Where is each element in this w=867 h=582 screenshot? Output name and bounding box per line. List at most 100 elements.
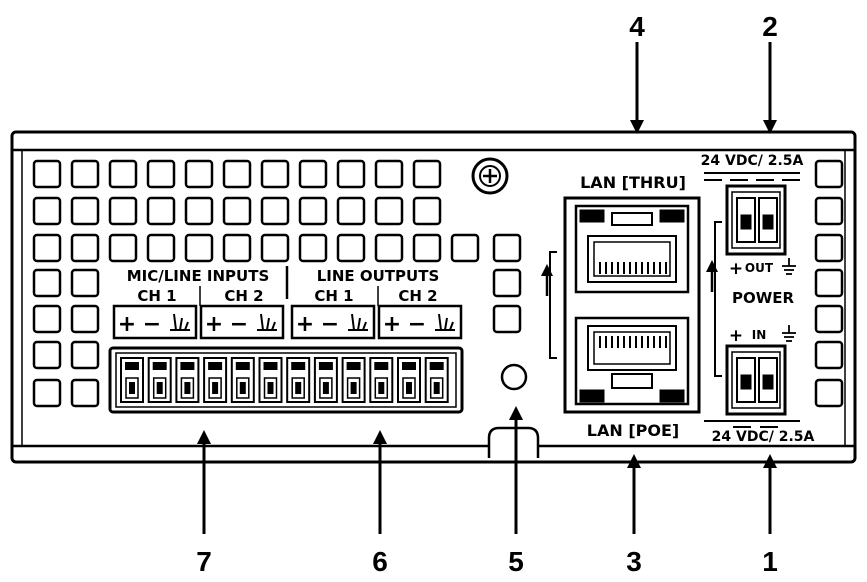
vent-slot bbox=[450, 233, 480, 263]
power-in-plus: + bbox=[729, 326, 743, 346]
polarity-plus: + bbox=[205, 312, 223, 337]
vent-slot bbox=[70, 340, 100, 370]
vent-slot bbox=[32, 233, 62, 263]
vent-slot bbox=[222, 159, 252, 189]
vent-slot bbox=[108, 196, 138, 226]
chassis-ground-icon bbox=[257, 313, 277, 331]
lan-thru-label: LAN [THRU] bbox=[580, 173, 686, 192]
vent-slot bbox=[260, 196, 290, 226]
power-out-label: OUT bbox=[745, 261, 774, 275]
vent-slot bbox=[32, 378, 62, 408]
status-led-button bbox=[500, 363, 528, 391]
chassis-ground-icon bbox=[170, 313, 190, 331]
vent-slot bbox=[374, 196, 404, 226]
callout-2: 2 bbox=[762, 11, 778, 42]
vent-slot bbox=[222, 233, 252, 263]
power-in-label: IN bbox=[752, 328, 767, 342]
line-outputs-label: LINE OUTPUTS bbox=[317, 267, 440, 285]
vent-slot bbox=[814, 304, 844, 334]
vent-slot bbox=[814, 233, 844, 263]
vent-slot bbox=[32, 304, 62, 334]
vent-slot bbox=[146, 233, 176, 263]
polarity-minus: − bbox=[143, 312, 161, 337]
vent-slot bbox=[814, 268, 844, 298]
polarity-plus: + bbox=[296, 312, 314, 337]
vent-slot bbox=[32, 340, 62, 370]
vent-slot bbox=[814, 378, 844, 408]
vent-slot bbox=[70, 159, 100, 189]
callout-leaders bbox=[197, 42, 777, 534]
vent-slot bbox=[146, 196, 176, 226]
vent-slot bbox=[492, 304, 522, 334]
vent-slot bbox=[814, 159, 844, 189]
vent-slot bbox=[32, 196, 62, 226]
lan-ports bbox=[563, 196, 701, 414]
output-ch1-label: CH 1 bbox=[314, 287, 353, 305]
lan-thru-port bbox=[574, 204, 690, 294]
polarity-plus: + bbox=[118, 312, 136, 337]
vent-slot bbox=[336, 159, 366, 189]
audio-terminal-block bbox=[108, 346, 464, 414]
power-out-connector bbox=[725, 184, 787, 256]
lan-poe-label: LAN [POE] bbox=[587, 421, 679, 440]
polarity-minus: − bbox=[321, 312, 339, 337]
vent-slot bbox=[222, 196, 252, 226]
polarity-plus: + bbox=[383, 312, 401, 337]
vent-slot bbox=[336, 196, 366, 226]
vent-slot bbox=[70, 233, 100, 263]
vent-slot bbox=[374, 233, 404, 263]
vent-slot bbox=[336, 233, 366, 263]
vent-slot bbox=[146, 159, 176, 189]
vent-slot bbox=[412, 233, 442, 263]
callout-6: 6 bbox=[372, 546, 388, 577]
mic-line-inputs-label: MIC/LINE INPUTS bbox=[127, 267, 270, 285]
power-label: POWER bbox=[732, 289, 795, 307]
polarity-markings: +−+−+−+− bbox=[112, 304, 463, 340]
vent-slot bbox=[70, 304, 100, 334]
input-ch1-label: CH 1 bbox=[137, 287, 176, 305]
vent-slot bbox=[298, 196, 328, 226]
vent-slot bbox=[412, 196, 442, 226]
callout-4: 4 bbox=[629, 11, 645, 42]
vent-slot bbox=[184, 196, 214, 226]
vent-slot bbox=[108, 233, 138, 263]
callout-1: 1 bbox=[762, 546, 778, 577]
vent-slot bbox=[70, 196, 100, 226]
vent-slot bbox=[184, 233, 214, 263]
power-out-plus: + bbox=[729, 259, 743, 279]
vent-slot bbox=[492, 233, 522, 263]
callout-5: 5 bbox=[508, 546, 524, 577]
vent-slot bbox=[814, 340, 844, 370]
vent-slot bbox=[298, 233, 328, 263]
chassis bbox=[10, 130, 857, 464]
polarity-minus: − bbox=[230, 312, 248, 337]
screw-icon bbox=[471, 157, 509, 195]
ground-icon bbox=[782, 325, 796, 342]
power-in-connector bbox=[725, 344, 787, 416]
power-bracket-arrow bbox=[706, 221, 722, 377]
power-rating-top: 24 VDC/ 2.5A bbox=[701, 153, 804, 169]
chassis-ground-icon bbox=[435, 313, 455, 331]
polarity-minus: − bbox=[408, 312, 426, 337]
ground-icon bbox=[782, 258, 796, 275]
chassis-ground-icon bbox=[348, 313, 368, 331]
input-ch2-label: CH 2 bbox=[224, 287, 263, 305]
vent-slot bbox=[184, 159, 214, 189]
vent-slot bbox=[70, 268, 100, 298]
vent-slot bbox=[492, 268, 522, 298]
vent-slot bbox=[108, 159, 138, 189]
vent-slot bbox=[260, 159, 290, 189]
power-rating-bottom: 24 VDC/ 2.5A bbox=[712, 429, 815, 445]
lan-poe-port bbox=[574, 316, 690, 406]
vent-slot bbox=[32, 268, 62, 298]
output-ch2-label: CH 2 bbox=[398, 287, 437, 305]
vent-slot bbox=[412, 159, 442, 189]
vent-slot bbox=[298, 159, 328, 189]
callout-7: 7 bbox=[196, 546, 212, 577]
vent-slot bbox=[70, 378, 100, 408]
vent-slot bbox=[374, 159, 404, 189]
vent-slot bbox=[814, 196, 844, 226]
lan-bracket-arrow bbox=[541, 251, 557, 359]
cable-clip bbox=[487, 426, 540, 458]
